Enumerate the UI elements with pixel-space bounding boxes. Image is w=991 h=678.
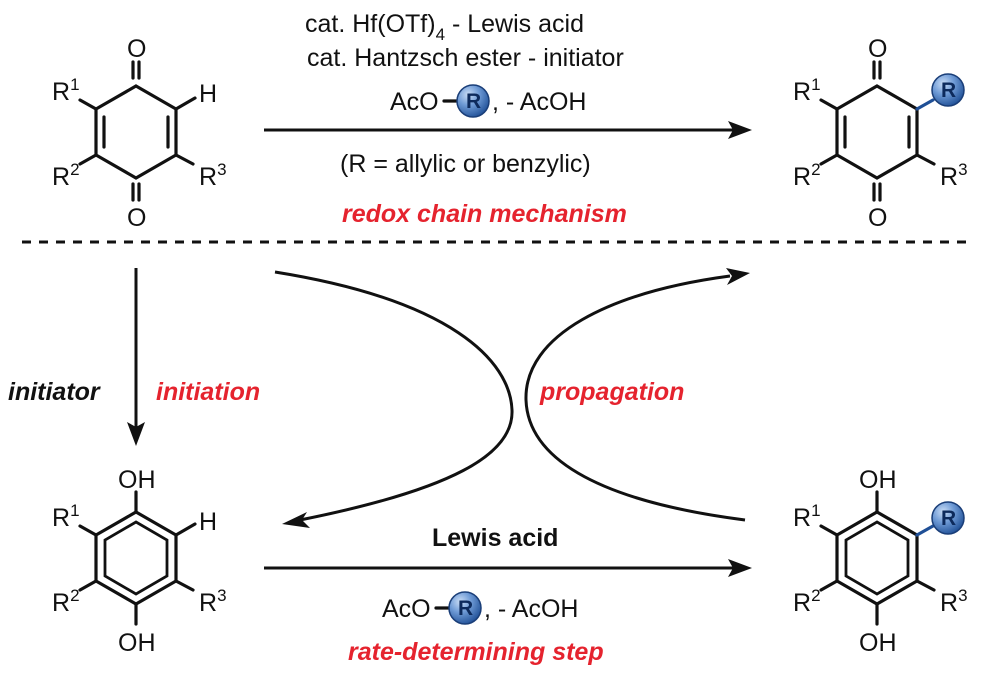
top-reagent: AcO R , - AcOH xyxy=(390,84,586,118)
top-reagent-suffix: , - AcOH xyxy=(492,88,586,116)
quinone-product: R O O R1 R2 R3 xyxy=(793,35,968,232)
hydroquinone-product: R OH OH R1 R2 R3 xyxy=(793,466,968,657)
hydroquinone-r1: R1 xyxy=(52,501,80,532)
rds-label: rate-determining step xyxy=(348,638,604,666)
quinone-r3: R3 xyxy=(199,160,227,191)
hydroquinone-product-r3: R3 xyxy=(940,586,968,617)
hydroquinone-product-r-ball xyxy=(931,501,965,535)
scope-note: (R = allylic or benzylic) xyxy=(340,150,591,178)
lewis-acid-arrow xyxy=(264,559,752,577)
propagation-curves xyxy=(274,268,750,528)
hydroquinone-r3: R3 xyxy=(199,586,227,617)
bottom-r-ball xyxy=(448,591,482,625)
bottom-r-ball-label: R xyxy=(458,597,473,620)
hydroquinone-product-oh-top: OH xyxy=(859,466,897,494)
hydroquinone-product-oh-bottom: OH xyxy=(859,629,897,657)
mechanism-label: redox chain mechanism xyxy=(342,200,627,228)
hydroquinone-h: H xyxy=(199,508,217,536)
hydroquinone-reactant: OH OH H R1 R2 R3 xyxy=(52,466,227,657)
initiation-label: initiation xyxy=(156,378,260,406)
bottom-reagent-prefix: AcO xyxy=(382,595,431,623)
quinone-o-bottom: O xyxy=(127,204,146,232)
quinone-r2: R2 xyxy=(52,160,80,191)
quinone-product-r-ball-label: R xyxy=(941,79,956,102)
quinone-o-top: O xyxy=(127,35,146,63)
hydroquinone-oh-bottom: OH xyxy=(118,629,156,657)
bottom-reagent: AcO R , - AcOH xyxy=(382,591,578,625)
top-reagent-prefix: AcO xyxy=(390,88,439,116)
hydroquinone-oh-top: OH xyxy=(118,466,156,494)
top-r-ball-label: R xyxy=(466,90,481,113)
quinone-r1: R1 xyxy=(52,75,80,106)
quinone-product-r1: R1 xyxy=(793,75,821,106)
quinone-product-o-bottom: O xyxy=(868,204,887,232)
quinone-product-o-top: O xyxy=(868,35,887,63)
lewis-acid-label: Lewis acid xyxy=(432,524,558,552)
bottom-reagent-suffix: , - AcOH xyxy=(484,595,578,623)
top-reaction-arrow xyxy=(264,121,752,139)
condition-line-2: cat. Hantzsch ester - initiator xyxy=(307,44,624,72)
condition-line-1: cat. Hf(OTf)4 - Lewis acid xyxy=(305,10,584,44)
hydroquinone-product-r-ball-label: R xyxy=(941,507,956,530)
quinone-h: H xyxy=(199,80,217,108)
propagation-label: propagation xyxy=(539,378,684,406)
initiator-label: initiator xyxy=(8,378,101,406)
initiation-arrow xyxy=(127,268,145,446)
top-r-ball xyxy=(456,84,490,118)
hydroquinone-product-r1: R1 xyxy=(793,501,821,532)
quinone-product-r-ball xyxy=(931,73,965,107)
hydroquinone-r2: R2 xyxy=(52,586,80,617)
quinone-reactant: O O H R1 R2 R3 xyxy=(52,35,227,232)
hydroquinone-product-r2: R2 xyxy=(793,586,821,617)
quinone-product-r2: R2 xyxy=(793,160,821,191)
quinone-product-r3: R3 xyxy=(940,160,968,191)
